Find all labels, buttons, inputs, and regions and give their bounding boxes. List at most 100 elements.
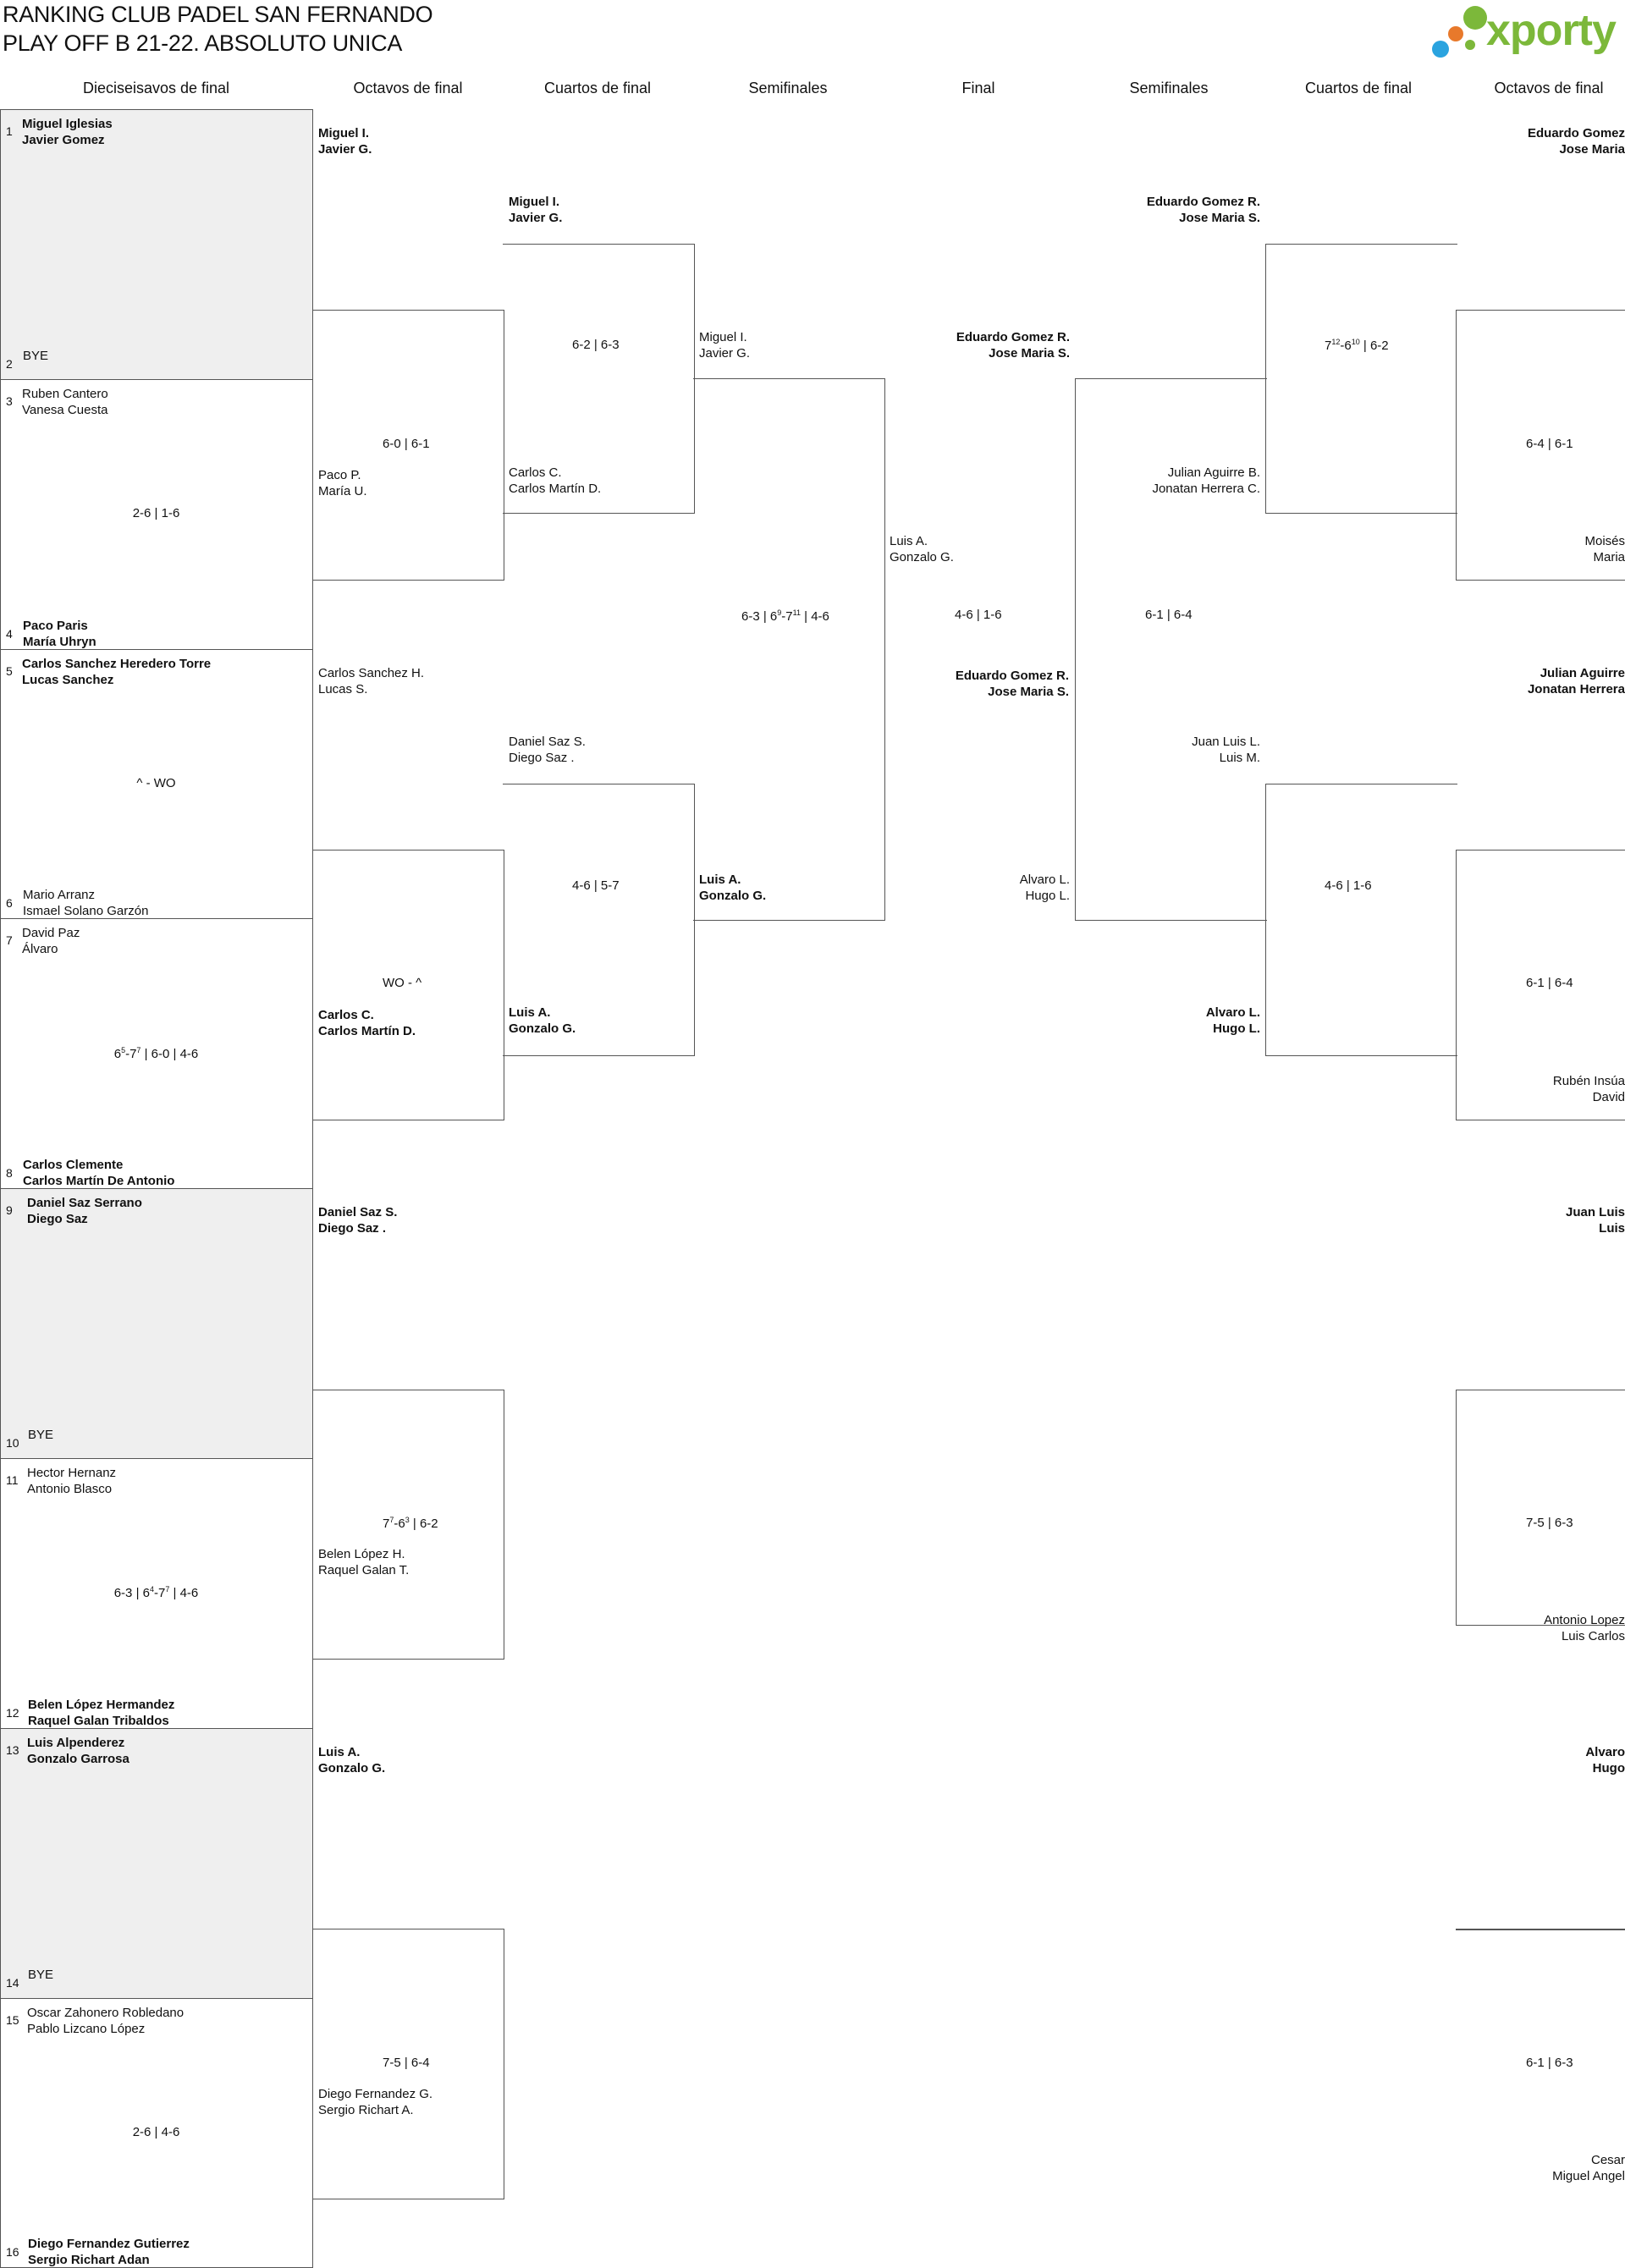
team-player: Álvaro xyxy=(22,942,58,957)
team-player: Carlos Martín D. xyxy=(318,1023,416,1038)
team-player: Belen López Hermandez xyxy=(28,1697,175,1712)
match-score: 712-610 | 6-2 xyxy=(1325,338,1389,353)
team-player: Daniel Saz S. xyxy=(509,735,586,749)
seed-number: 12 xyxy=(6,1705,19,1720)
team-player: Hugo L. xyxy=(1025,889,1070,903)
round-header: Final xyxy=(961,80,995,96)
seed-number: 7 xyxy=(6,933,13,948)
match-score: 7-5 | 6-4 xyxy=(383,2055,430,2070)
team-player: Alvaro L. xyxy=(1205,1005,1260,1020)
team-player: Alvaro xyxy=(1585,1744,1625,1759)
team-player: Eduardo Gomez R. xyxy=(1146,195,1260,209)
team-player: Ismael Solano Garzón xyxy=(23,904,149,919)
team-player: Diego Fernandez G. xyxy=(318,2087,433,2101)
match-score: WO - ^ xyxy=(383,976,422,991)
logo-dot-green xyxy=(1463,6,1487,30)
team-player: Alvaro L. xyxy=(1019,873,1070,887)
round-header: Octavos de final xyxy=(353,80,463,96)
team-player: Carlos Martín De Antonio xyxy=(23,1174,175,1189)
match-score: 4-6 | 1-6 xyxy=(955,608,1002,622)
logo-text: xporty xyxy=(1486,6,1617,55)
seed-number: 1 xyxy=(6,124,13,138)
match-score: 6-3 | 69-711 | 4-6 xyxy=(741,608,829,624)
team-player: Juan Luis xyxy=(1565,1205,1625,1220)
round-header: Semifinales xyxy=(748,80,828,96)
team-player: Carlos C. xyxy=(509,465,562,480)
team-player: Sergio Richart Adan xyxy=(28,2253,150,2268)
team-player: David xyxy=(1592,1089,1625,1104)
team-player: Luis A. xyxy=(509,1005,551,1020)
team-player: Javier G. xyxy=(699,346,751,361)
team-player: BYE xyxy=(28,1967,54,1982)
bracket-connector xyxy=(1456,310,1625,581)
team-player: Gonzalo G. xyxy=(318,1760,386,1775)
team-player: Carlos C. xyxy=(318,1007,374,1022)
team-player: Eduardo Gomez xyxy=(1527,126,1625,140)
r1-match xyxy=(0,1188,313,1459)
team-player: Lucas Sanchez xyxy=(22,672,114,687)
team-player: Paco P. xyxy=(318,468,361,483)
round-header: Cuartos de final xyxy=(543,80,652,96)
team-player: Javier G. xyxy=(318,142,372,157)
seed-number: 10 xyxy=(6,1436,19,1450)
team-player: Luis Alpenderez xyxy=(27,1735,125,1750)
page-title: RANKING CLUB PADEL SAN FERNANDO xyxy=(3,2,433,27)
logo-dot-orange xyxy=(1448,26,1463,41)
bracket-connector xyxy=(312,850,504,1120)
team-player: Moisés xyxy=(1584,534,1625,549)
team-player: Raquel Galan T. xyxy=(318,1563,410,1578)
team-player: Diego Fernandez Gutierrez xyxy=(28,2237,190,2252)
match-score: 4-6 | 5-7 xyxy=(572,878,620,893)
team-player: BYE xyxy=(23,348,49,363)
team-player: Miguel Angel xyxy=(1552,2169,1625,2183)
team-player: David Paz xyxy=(22,926,80,941)
round-header: Semifinales xyxy=(1129,80,1209,96)
team-player: Carlos Sanchez Heredero Torre xyxy=(22,656,212,671)
r1-match xyxy=(0,109,313,380)
team-player: Luis A. xyxy=(890,534,928,548)
match-score: 7-5 | 6-3 xyxy=(1526,1516,1573,1530)
team-player: Hugo xyxy=(1592,1760,1625,1775)
bracket-connector xyxy=(1265,784,1457,1056)
team-player: Diego Saz . xyxy=(509,751,575,765)
team-player: Pablo Lizcano López xyxy=(27,2021,146,2036)
team-player: Carlos Clemente xyxy=(23,1158,124,1173)
xporty-logo: xporty xyxy=(1429,3,1625,63)
seed-number: 8 xyxy=(6,1166,13,1181)
match-score: 6-1 | 6-4 xyxy=(1526,976,1573,991)
team-player: Daniel Saz Serrano xyxy=(27,1196,142,1211)
team-player: Maria xyxy=(1593,550,1625,565)
match-score: ^ - WO xyxy=(136,776,176,790)
logo-dot-blue xyxy=(1432,41,1449,58)
seed-number: 5 xyxy=(6,663,13,678)
bracket-connector xyxy=(1265,244,1457,514)
team-player: Luis A. xyxy=(699,873,741,887)
match-score: 6-1 | 6-3 xyxy=(1526,2055,1573,2070)
bracket-connector xyxy=(1456,1389,1625,1626)
team-player: Luis Carlos xyxy=(1561,1629,1625,1644)
match-score: 2-6 | 1-6 xyxy=(132,506,180,521)
team-player: BYE xyxy=(28,1428,54,1442)
team-player: Jose Maria S. xyxy=(989,346,1070,361)
team-player: Oscar Zahonero Robledano xyxy=(27,2005,185,2020)
team-player: Jose Maria xyxy=(1559,142,1625,157)
seed-number: 9 xyxy=(6,1203,13,1218)
team-player: Diego Saz xyxy=(27,1212,88,1227)
team-player: María U. xyxy=(318,484,367,499)
team-player: Raquel Galan Tribaldos xyxy=(28,1713,169,1728)
team-player: Gonzalo G. xyxy=(509,1021,576,1036)
seed-number: 2 xyxy=(6,356,13,371)
team-player: Jonatan Herrera C. xyxy=(1152,482,1260,496)
team-player: Miguel Iglesias xyxy=(22,117,113,131)
seed-number: 14 xyxy=(6,1975,19,1990)
team-player: Jonatan Herrera xyxy=(1527,681,1625,696)
team-player: Ruben Cantero xyxy=(22,386,108,401)
team-player: Diego Saz . xyxy=(318,1221,387,1236)
seed-number: 15 xyxy=(6,2012,19,2027)
seed-number: 4 xyxy=(6,626,13,641)
team-player: Lucas S. xyxy=(318,681,368,696)
team-player: Jose Maria S. xyxy=(988,685,1069,699)
match-score: 6-3 | 64-77 | 4-6 xyxy=(113,1585,199,1601)
team-player: Paco Paris xyxy=(23,618,88,633)
round-header: Octavos de final xyxy=(1494,80,1604,96)
